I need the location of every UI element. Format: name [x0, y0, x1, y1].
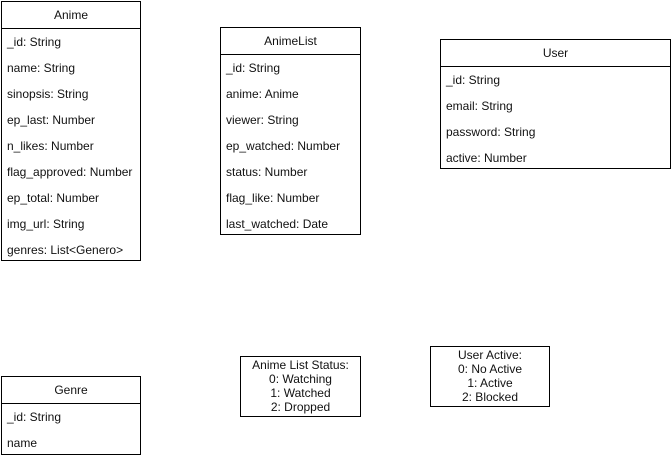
- user-active-note[interactable]: User Active: 0: No Active 1: Active 2: B…: [430, 346, 550, 407]
- anime-list-status-note[interactable]: Anime List Status: 0: Watching 1: Watche…: [240, 356, 361, 417]
- genre-entity-title: Genre: [2, 377, 140, 404]
- anime-entity[interactable]: Anime _id: String name: String sinopsis:…: [1, 1, 141, 261]
- anime-field-list: _id: String name: String sinopsis: Strin…: [2, 29, 140, 260]
- user-entity-title: User: [441, 40, 670, 67]
- user-entity[interactable]: User _id: String email: String password:…: [440, 39, 671, 169]
- anime-field[interactable]: name: String: [7, 61, 76, 75]
- note-line: 0: Watching: [269, 372, 332, 386]
- note-line: 2: Blocked: [461, 390, 519, 404]
- note-line: 1: Active: [467, 376, 513, 390]
- animelist-field[interactable]: flag_like: Number: [226, 191, 320, 205]
- user-field[interactable]: _id: String: [446, 73, 501, 87]
- user-field[interactable]: email: String: [446, 99, 513, 113]
- user-field-list: _id: String email: String password: Stri…: [441, 67, 670, 168]
- user-field[interactable]: active: Number: [446, 151, 527, 165]
- anime-field[interactable]: genres: List<Genero>: [7, 243, 124, 257]
- animelist-field-list: _id: String anime: Anime viewer: String …: [221, 55, 360, 234]
- user-field[interactable]: password: String: [446, 125, 536, 139]
- genre-entity[interactable]: Genre _id: String name: [1, 376, 141, 455]
- genre-field[interactable]: name: [7, 436, 38, 450]
- animelist-field[interactable]: viewer: String: [226, 113, 299, 127]
- animelist-field[interactable]: last_watched: Date: [226, 217, 329, 231]
- animelist-field[interactable]: _id: String: [226, 61, 281, 75]
- anime-field[interactable]: flag_approved: Number: [7, 165, 133, 179]
- animelist-entity-title: AnimeList: [221, 28, 360, 55]
- anime-field[interactable]: n_likes: Number: [7, 139, 94, 153]
- note-line: 1: Watched: [270, 386, 331, 400]
- note-line: User Active:: [457, 348, 523, 362]
- anime-field[interactable]: ep_last: Number: [7, 113, 96, 127]
- genre-field-list: _id: String name: [2, 404, 140, 454]
- genre-field[interactable]: _id: String: [7, 410, 62, 424]
- animelist-field[interactable]: anime: Anime: [226, 87, 299, 101]
- note-line: Anime List Status:: [252, 358, 349, 372]
- animelist-entity[interactable]: AnimeList _id: String anime: Anime viewe…: [220, 27, 361, 235]
- note-line: 0: No Active: [457, 362, 523, 376]
- note-line: 2: Dropped: [270, 400, 331, 414]
- anime-entity-title: Anime: [2, 2, 140, 29]
- animelist-field[interactable]: status: Number: [226, 165, 308, 179]
- anime-field[interactable]: ep_total: Number: [7, 191, 100, 205]
- anime-field[interactable]: _id: String: [7, 35, 62, 49]
- anime-field[interactable]: img_url: String: [7, 217, 85, 231]
- anime-field[interactable]: sinopsis: String: [7, 87, 89, 101]
- animelist-field[interactable]: ep_watched: Number: [226, 139, 341, 153]
